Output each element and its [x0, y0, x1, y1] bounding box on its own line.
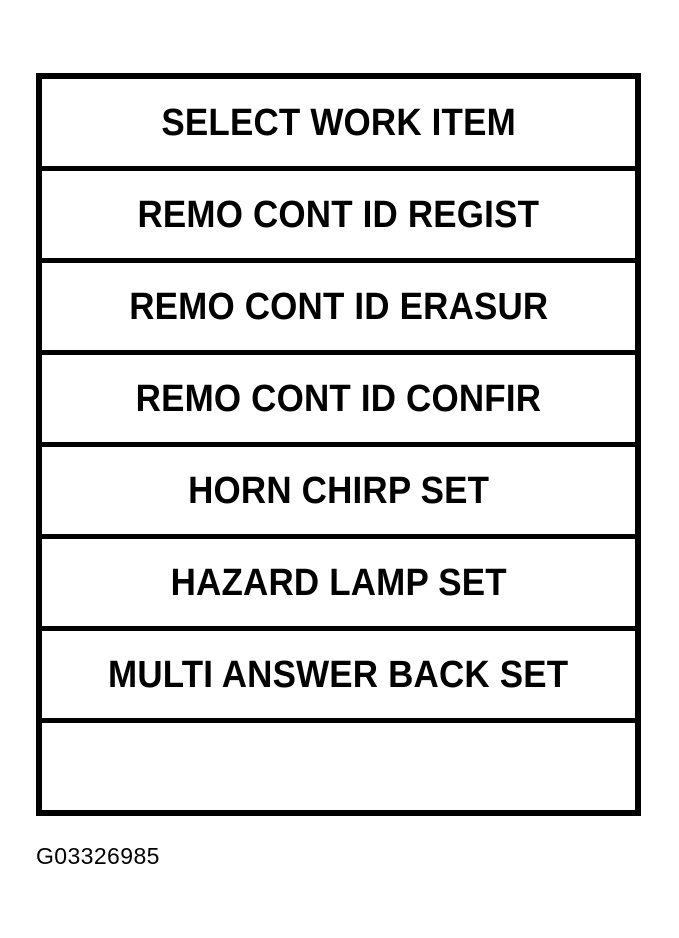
menu-row-label-title: SELECT WORK ITEM [161, 101, 516, 144]
menu-row-remo-cont-id-confir[interactable]: REMO CONT ID CONFIR [42, 355, 635, 447]
menu-row-multi-answer-back-set[interactable]: MULTI ANSWER BACK SET [42, 631, 635, 723]
menu-row-label-hazard-lamp-set: HAZARD LAMP SET [170, 561, 507, 604]
select-work-item-menu: SELECT WORK ITEM REMO CONT ID REGIST REM… [36, 73, 641, 816]
menu-row-label-remo-cont-id-confir: REMO CONT ID CONFIR [135, 377, 542, 420]
menu-row-empty[interactable] [42, 723, 635, 810]
menu-row-remo-cont-id-erasur[interactable]: REMO CONT ID ERASUR [42, 263, 635, 355]
menu-row-label-remo-cont-id-regist: REMO CONT ID REGIST [137, 193, 540, 236]
menu-row-label-horn-chirp-set: HORN CHIRP SET [187, 469, 490, 512]
menu-row-label-multi-answer-back-set: MULTI ANSWER BACK SET [108, 653, 569, 696]
menu-row-hazard-lamp-set[interactable]: HAZARD LAMP SET [42, 539, 635, 631]
menu-row-horn-chirp-set[interactable]: HORN CHIRP SET [42, 447, 635, 539]
figure-caption: G03326985 [36, 843, 160, 869]
menu-row-label-remo-cont-id-erasur: REMO CONT ID ERASUR [128, 285, 549, 328]
menu-row-remo-cont-id-regist[interactable]: REMO CONT ID REGIST [42, 171, 635, 263]
menu-row-title: SELECT WORK ITEM [42, 79, 635, 171]
